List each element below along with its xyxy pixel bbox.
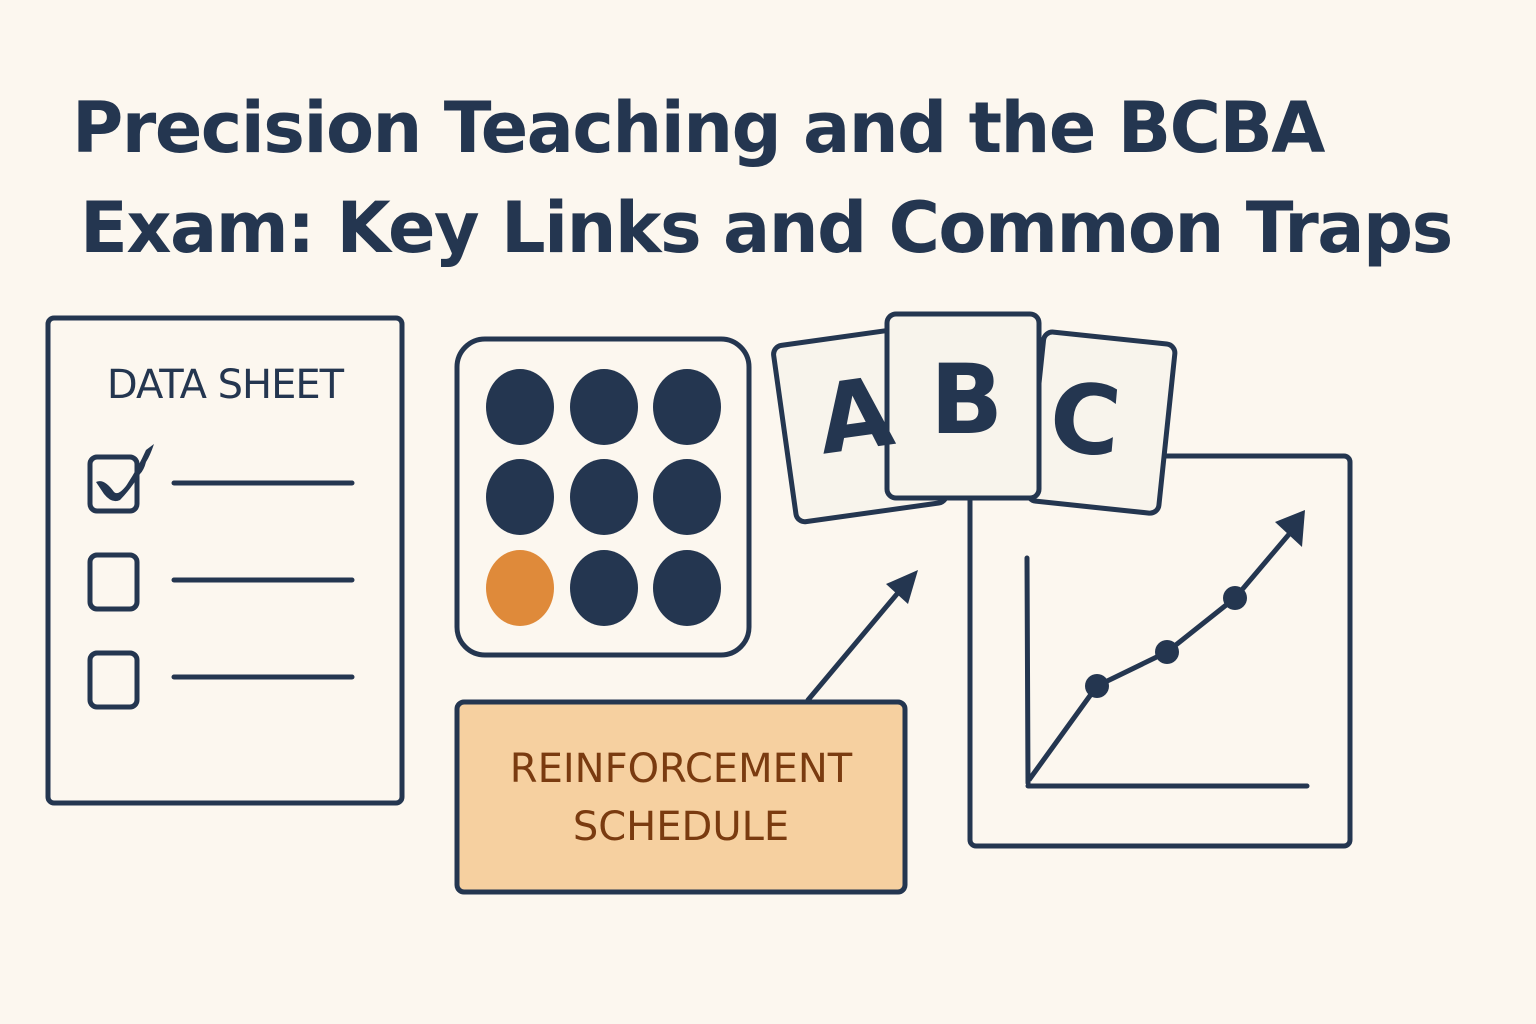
- reinforcement-arrow-icon: [805, 570, 918, 703]
- checkbox-empty-icon: [87, 650, 140, 710]
- card-letter-a: A: [810, 355, 900, 477]
- reinforcement-line-1: REINFORCEMENT: [509, 746, 853, 792]
- page-title: Precision Teaching and the BCBA Exam: Ke…: [72, 78, 1453, 278]
- reinforcement-schedule-label: REINFORCEMENT SCHEDULE: [458, 740, 904, 856]
- letter-cards-icon: [771, 311, 1178, 525]
- data-sheet-icon: [45, 315, 405, 806]
- reinforcement-box: [454, 699, 908, 895]
- card-b: [884, 311, 1042, 501]
- checkbox-checked-icon: [87, 454, 140, 514]
- reinforcement-line-2: SCHEDULE: [572, 804, 790, 850]
- highlighted-dot: [486, 550, 554, 626]
- card-letter-b: B: [930, 344, 1004, 456]
- card-letter-c: C: [1045, 361, 1126, 479]
- progress-chart-icon: [967, 453, 1353, 849]
- data-sheet-heading: DATA SHEET: [106, 362, 344, 408]
- title-line-1: Precision Teaching and the BCBA: [72, 87, 1325, 169]
- dot-grid-icon: [454, 336, 752, 658]
- title-line-2: Exam: Key Links and Common Traps: [80, 187, 1453, 269]
- arrowhead-icon: [1275, 510, 1305, 547]
- checkbox-empty-icon: [87, 552, 140, 612]
- checkmark-icon: [96, 444, 154, 502]
